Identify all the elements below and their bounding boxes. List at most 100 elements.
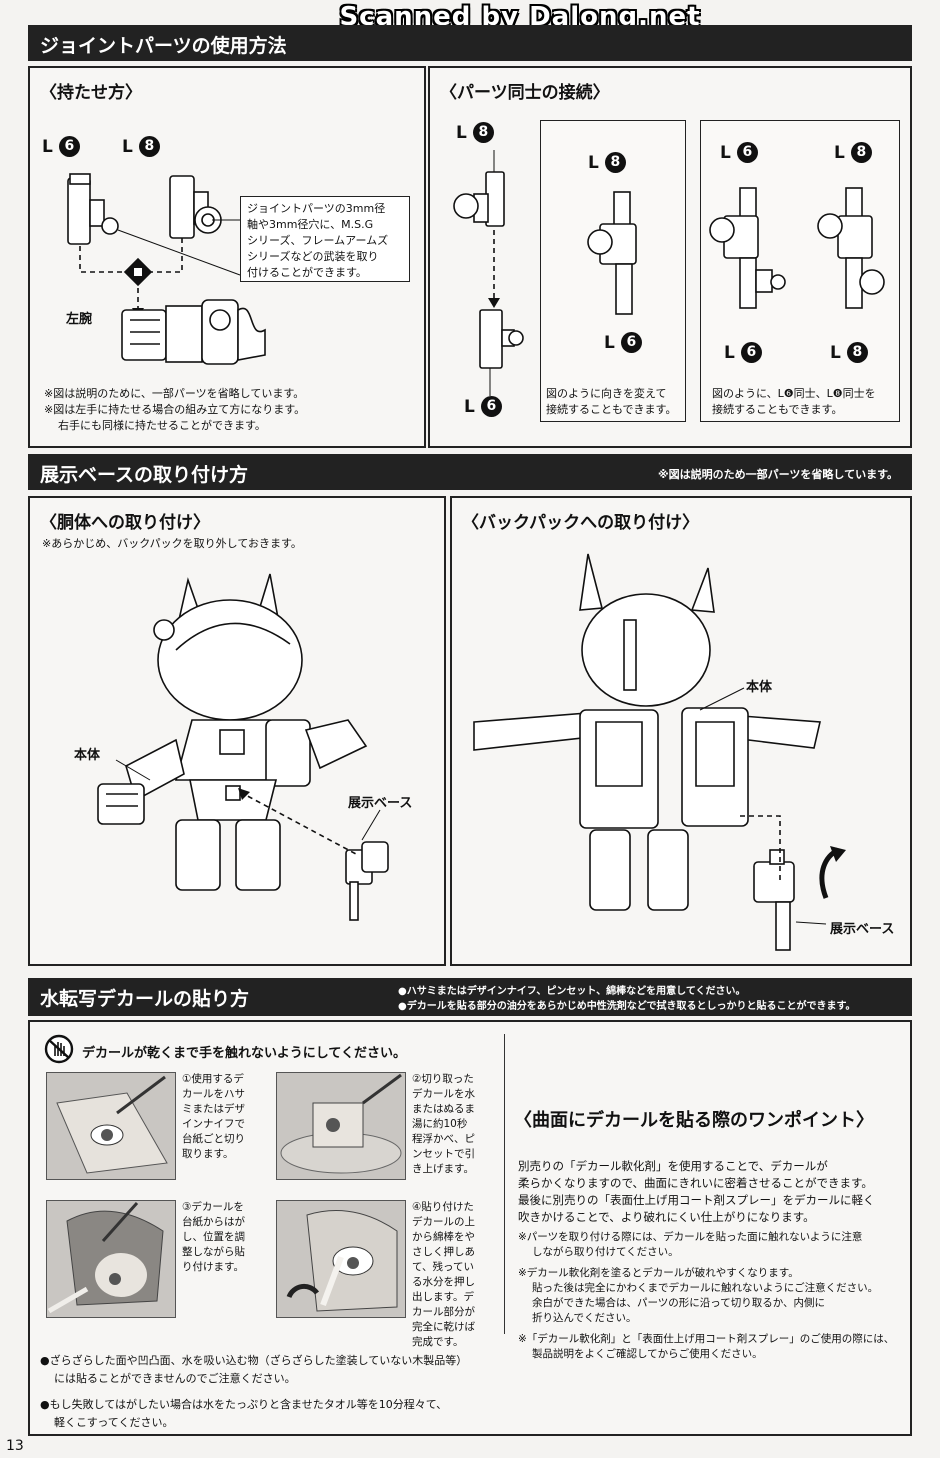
part-prefix: L [830, 342, 841, 363]
step1-text: ①使用するデ カールをハサ ミまたはデザ インナイフで 台紙ごと切り 取ります。 [182, 1072, 245, 1162]
tip-note-line: 製品説明をよくご確認してからご使用ください。 [532, 1348, 763, 1360]
backpack-base-label: 展示ベース [830, 922, 895, 937]
base-header-note: ※図は説明のため一部パーツを省略しています。 [657, 468, 898, 481]
part-prefix: L [724, 342, 735, 363]
box2-bottom-left-part: L 6 [724, 342, 762, 363]
step-line: ②切り取った [412, 1073, 474, 1085]
tip-note-line: 余白ができた場合は、パーツの形に沿って切り取るか、内側に [532, 1297, 826, 1309]
tip-line: 別売りの「デカール軟化剤」を使用することで、デカールが [518, 1159, 828, 1173]
step-line: ③デカールを [182, 1201, 244, 1213]
section-header-base: 展示ベースの取り付け方 ※図は説明のため一部パーツを省略しています。 [28, 454, 912, 490]
part-number-badge: 8 [138, 136, 160, 157]
step3-text: ③デカールを 台紙からはが し、位置を調 整しながら貼 り付けます。 [182, 1200, 245, 1275]
step-line: る水分を押し [412, 1276, 475, 1288]
box2-diagram [709, 187, 885, 309]
step-line: ①使用するデ [182, 1073, 244, 1085]
callout-line: ジョイントパーツの3mm径 [247, 202, 386, 215]
box2-top-right-part: L 8 [834, 142, 872, 163]
tip-line: 最後に別売りの「表面仕上げ用コート剤スプレー」をデカールに軽く [518, 1193, 875, 1207]
hold-notes: ※図は説明のために、一部パーツを省略しています。 ※図は左手に持たせる場合の組み… [44, 386, 305, 434]
step-line: デカールを水 [412, 1088, 475, 1100]
bottom-note-line: 軽くこすってください。 [54, 1416, 174, 1429]
tip-line: 吹きかけることで、より破れにくい仕上がりになります。 [518, 1210, 815, 1224]
step1-photo [46, 1072, 176, 1180]
hold-title: 〈持たせ方〉 [40, 83, 142, 103]
part-number-badge: 6 [620, 332, 642, 353]
torso-title: 〈胴体への取り付け〉 [40, 513, 210, 533]
step-line: 台紙ごと切り [182, 1133, 245, 1145]
part-prefix: L [720, 142, 731, 163]
step-line: し、位置を調 [182, 1231, 245, 1243]
tip-note-line: しながら取り付けてください。 [532, 1246, 679, 1258]
step-line: カールをハサ [182, 1088, 245, 1100]
part-label-l8: L 8 [122, 136, 160, 157]
connect-bottom-part: L 6 [464, 396, 502, 417]
box1-diagram [587, 191, 637, 315]
box2-bottom-right-part: L 8 [830, 342, 868, 363]
section-header-joint: ジョイントパーツの使用方法 [28, 25, 912, 61]
callout-line: 付けることができます。 [247, 266, 367, 279]
part-number-badge: 6 [58, 136, 80, 157]
step2-text: ②切り取った デカールを水 またはぬるま 湯に約10秒 程浮かべ、ピ ンセットで… [412, 1072, 475, 1177]
step-line: カール部分が [412, 1306, 475, 1318]
step-line: り付けます。 [182, 1261, 244, 1273]
bottom-note-line: ●もし失敗してはがしたい場合は水をたっぷりと含ませたタオル等を10分程々て、 [40, 1398, 448, 1411]
part-prefix: L [456, 122, 467, 143]
step-line: 完全に乾けば [412, 1321, 475, 1333]
callout-line: 軸や3mm径穴に、M.S.G [247, 218, 374, 231]
box1-caption: 図のように向きを変えて 接続することもできます。 [546, 386, 676, 418]
part-label-l6: L 6 [42, 136, 80, 157]
caption-line: 接続することもできます。 [712, 403, 843, 416]
tip-note-line: ※デカール軟化剤を塗るとデカールが破れやすくなります。 [518, 1267, 799, 1279]
step4-photo [276, 1200, 406, 1318]
part-prefix: L [464, 396, 475, 417]
bottom-note-line: には貼ることができませんのでご注意ください。 [54, 1372, 296, 1385]
step-line: 取ります。 [182, 1148, 234, 1160]
base-header-title: 展示ベースの取り付け方 [40, 464, 249, 486]
caption-line: 接続することもできます。 [546, 403, 677, 416]
caption-line: 図のように、L❻同士、L❽同士を [712, 387, 876, 400]
caption-line: 図のように向きを変えて [546, 387, 667, 400]
part-number-badge: 6 [480, 396, 502, 417]
step-line: 整しながら貼 [182, 1246, 245, 1258]
backpack-body-label: 本体 [746, 680, 773, 695]
step2-illustration [280, 1073, 402, 1174]
joint-header-title: ジョイントパーツの使用方法 [40, 35, 287, 57]
note-line: ※図は説明のために、一部パーツを省略しています。 [44, 387, 305, 400]
left-arm-label: 左腕 [66, 312, 93, 327]
connect-title: 〈パーツ同士の接続〉 [440, 83, 610, 103]
step3-illustration [47, 1201, 164, 1314]
tip-line: 柔らかくなりますので、曲面にきれいに密着させることができます。 [518, 1176, 873, 1190]
step-line: さしく押しあ [412, 1246, 475, 1258]
tip-note-line: 折り込んでください。 [532, 1312, 637, 1324]
part-prefix: L [604, 332, 615, 353]
decal-bullet: ●ハサミまたはデザインナイフ、ピンセット、綿棒などを用意してください。 [398, 986, 746, 997]
decal-bottom-notes: ●ざらざらした面や凹凸面、水を吸い込む物（ざらざらした塗装していない木製品等） … [40, 1352, 467, 1432]
step-line: て、残ってい [412, 1261, 474, 1273]
part-number-badge: 8 [850, 142, 872, 163]
tip-body: 別売りの「デカール軟化剤」を使用することで、デカールが 柔らかくなりますので、曲… [518, 1158, 875, 1226]
box2-caption: 図のように、L❻同士、L❽同士を 接続することもできます。 [712, 386, 876, 418]
step-line: 台紙からはが [182, 1216, 245, 1228]
step-line: き上げます。 [412, 1163, 474, 1175]
step-line: 程浮かべ、ピ [412, 1133, 475, 1145]
torso-body-label: 本体 [74, 748, 101, 763]
step-line: ミまたはデザ [182, 1103, 245, 1115]
section-header-decal: 水転写デカールの貼り方 [28, 978, 912, 1016]
part-prefix: L [42, 136, 53, 157]
backpack-title: 〈バックパックへの取り付け〉 [462, 513, 700, 533]
bottom-note-line: ●ざらざらした面や凹凸面、水を吸い込む物（ざらざらした塗装していない木製品等） [40, 1354, 468, 1367]
hold-diagram [67, 173, 266, 365]
step-line: 出します。デ [412, 1291, 474, 1303]
part-number-badge: 6 [740, 342, 762, 363]
step-line: から綿棒をや [412, 1231, 475, 1243]
box2-top-left-part: L 6 [720, 142, 758, 163]
part-number-badge: 8 [846, 342, 868, 363]
decal-warning: デカールが乾くまで手を触れないようにしてください。 [82, 1046, 406, 1061]
connect-top-part: L 8 [456, 122, 494, 143]
tip-notes: ※パーツを取り付ける際には、デカールを貼った面に触れないように注意 しながら取り… [518, 1230, 894, 1362]
step-line: ④貼り付けた [412, 1201, 474, 1213]
part-number-badge: 8 [472, 122, 494, 143]
decal-bullet: ●デカールを貼る部分の油分をあらかじめ中性洗剤などで拭き取るとしっかりと貼ること… [398, 1001, 856, 1012]
box1-bottom-part: L 6 [604, 332, 642, 353]
